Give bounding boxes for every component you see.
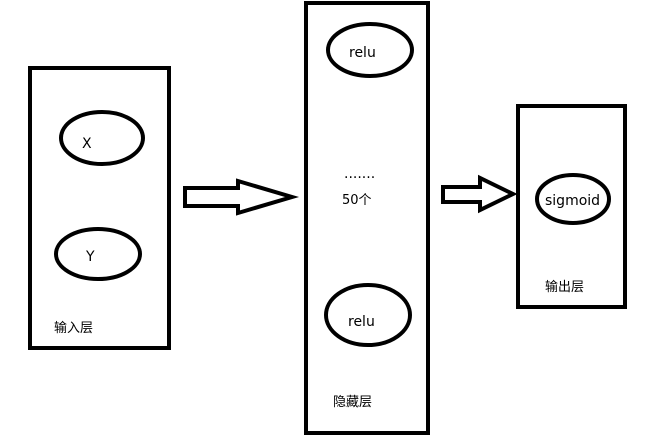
input-layer: X Y 输入层 [28,66,171,350]
input-layer-box [28,66,171,350]
hidden-node-top-label: relu [349,45,376,61]
hidden-node-bottom-label: relu [348,314,375,330]
output-node-sigmoid [535,173,611,225]
hidden-layer: relu ....... 50个 relu 隐藏层 [304,1,430,435]
hidden-node-top [326,22,414,78]
input-node-y [54,227,142,281]
output-node-sigmoid-label: sigmoid [545,193,600,209]
input-layer-label: 输入层 [54,320,93,336]
input-node-x [59,110,145,166]
output-layer-label: 输出层 [545,279,584,295]
hidden-layer-label: 隐藏层 [333,395,372,410]
right-arrow-icon [183,178,300,216]
output-layer: sigmoid 输出层 [516,104,627,309]
right-arrow-icon [441,174,518,214]
hidden-node-count: 50个 [342,193,372,208]
input-node-x-label: X [82,136,92,152]
hidden-node-bottom [324,283,412,347]
hidden-ellipsis: ....... [344,166,375,182]
input-node-y-label: Y [85,249,95,265]
